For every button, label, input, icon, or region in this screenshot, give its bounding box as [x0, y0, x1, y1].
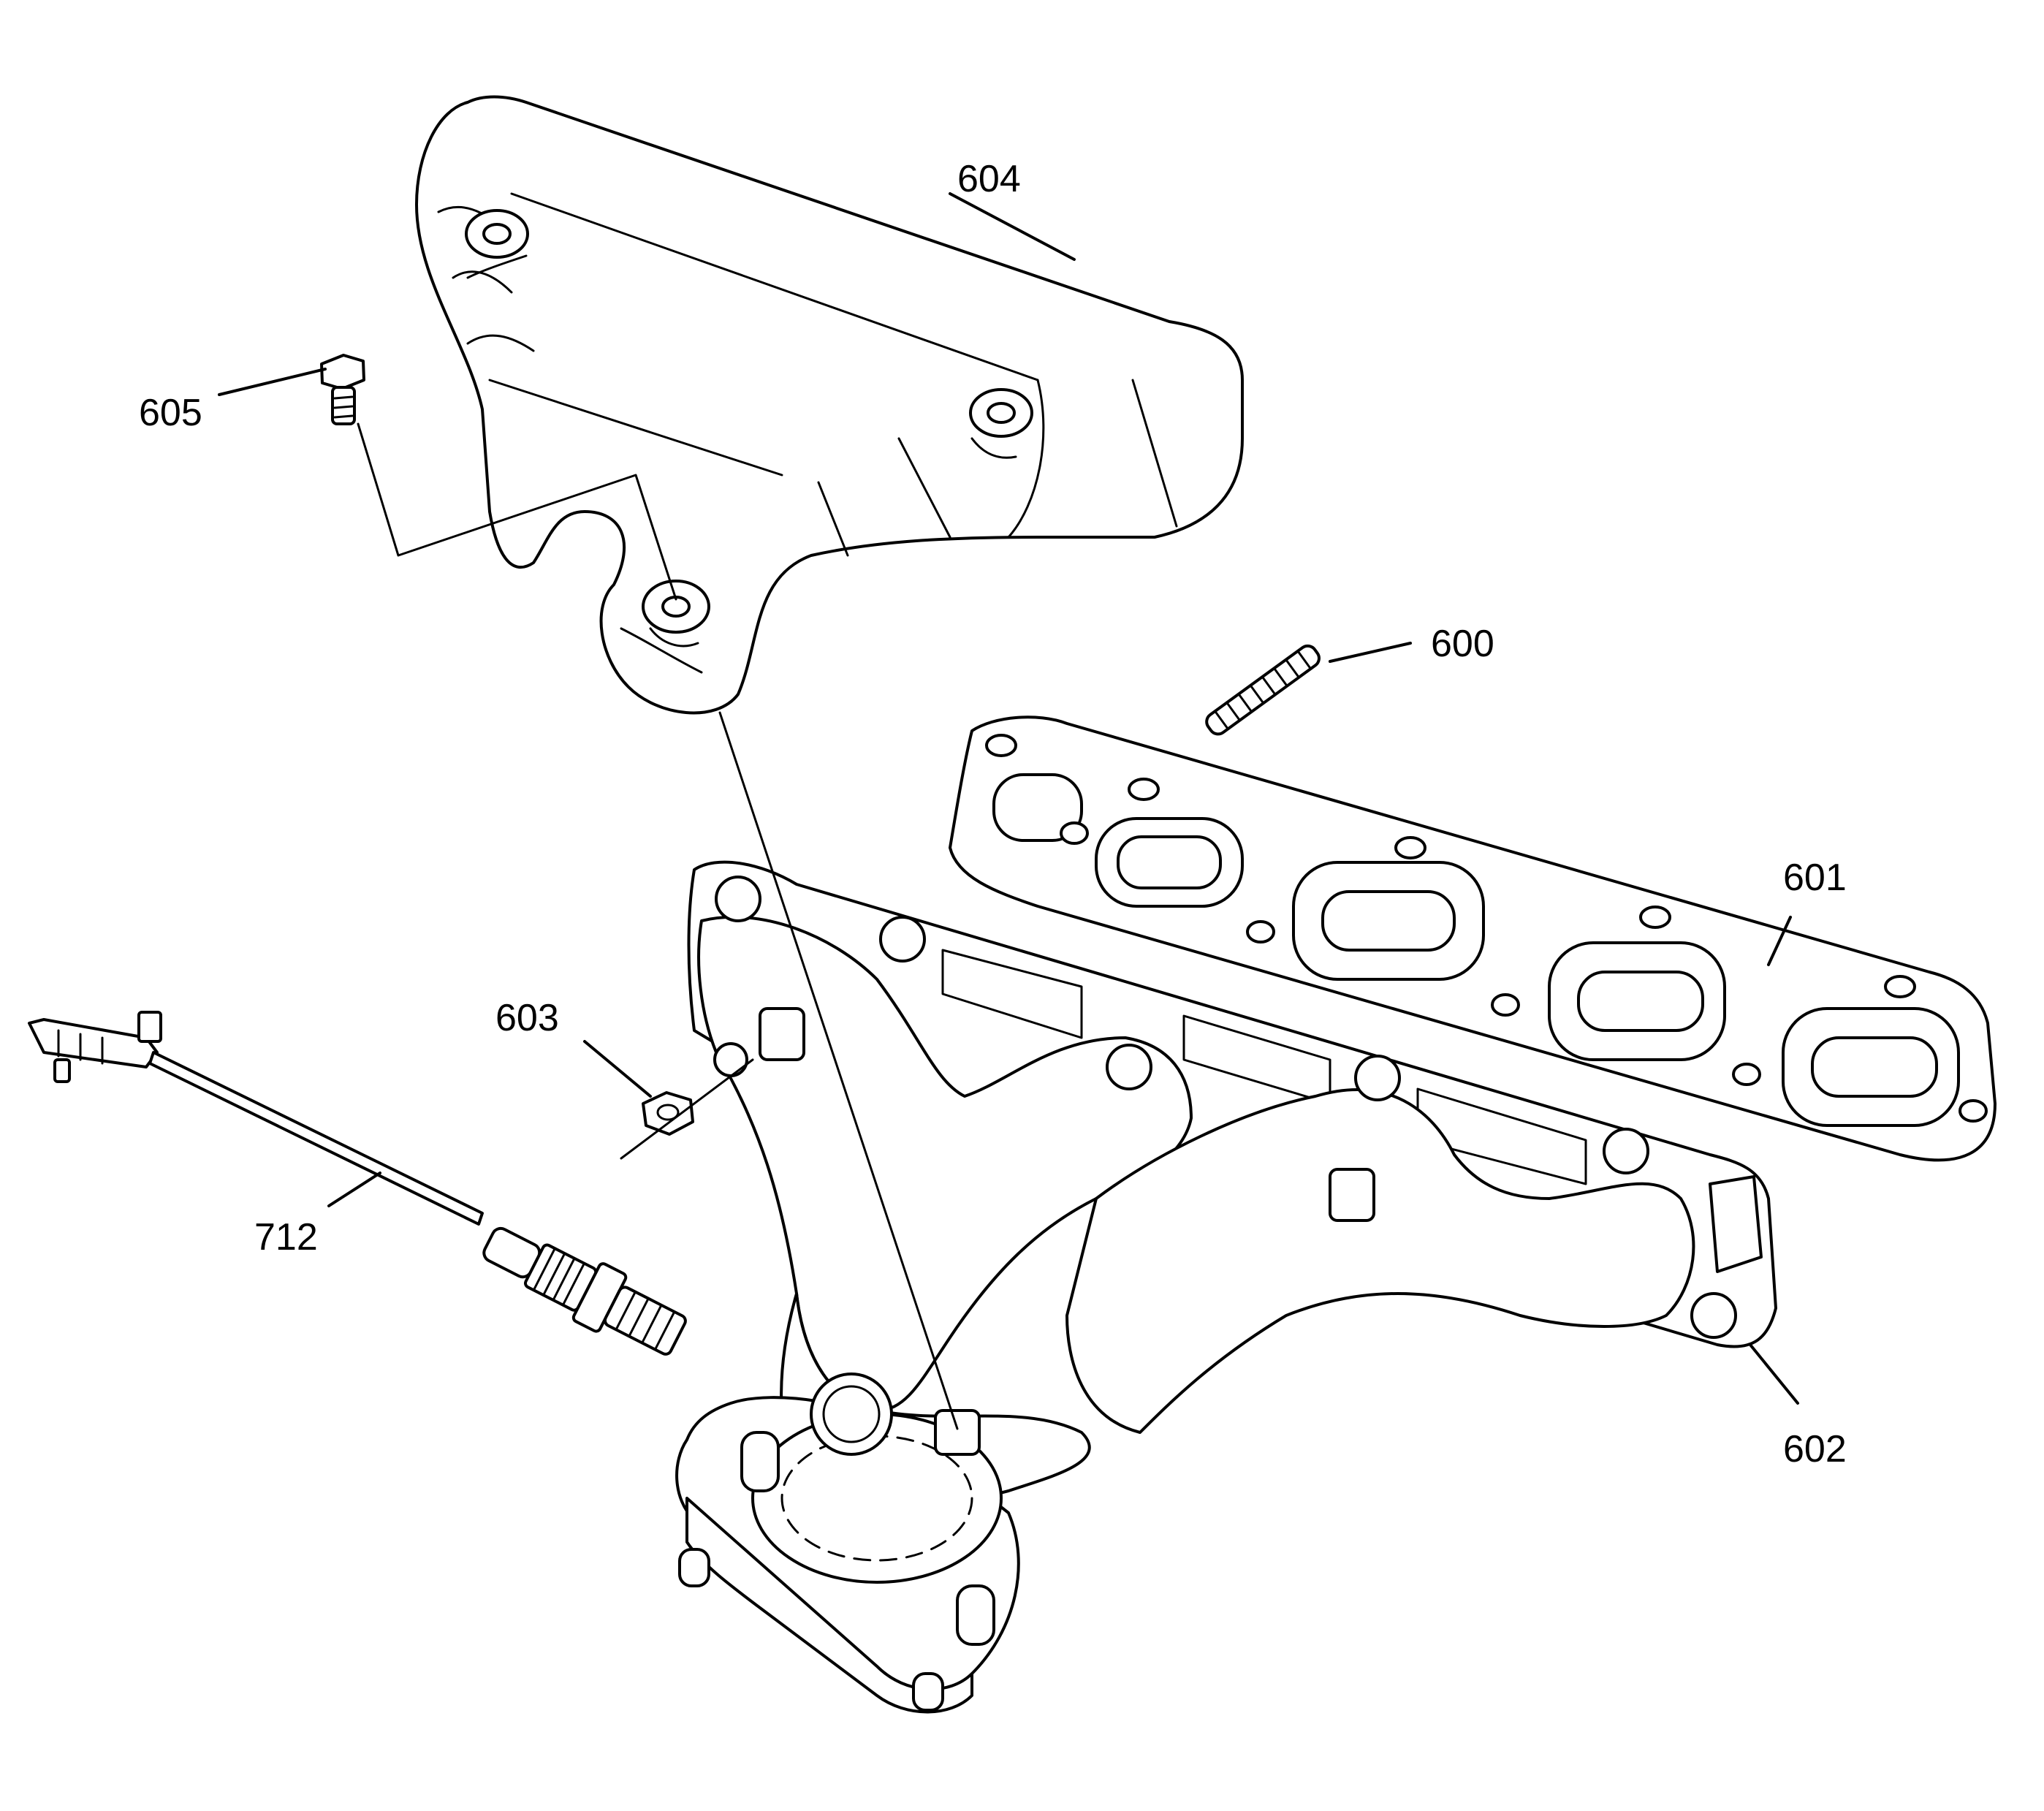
heat-shield-bolt — [320, 354, 365, 425]
leader-603 — [583, 1040, 652, 1098]
manifold-nut — [642, 1091, 694, 1136]
oxygen-sensor-boss — [810, 1373, 893, 1456]
assembly-lines — [357, 422, 959, 1430]
exhaust-manifold — [675, 860, 1777, 1714]
gasket-port-1 — [992, 773, 1244, 908]
callout-leaders — [218, 192, 1799, 1405]
callout-601: 601 — [1783, 857, 1847, 899]
callout-603: 603 — [495, 997, 559, 1039]
oxygen-sensor — [28, 1011, 687, 1356]
leader-602 — [1749, 1343, 1799, 1405]
callout-604: 604 — [957, 158, 1021, 200]
manifold-flange-bosses — [713, 876, 1737, 1339]
gasket-port-3 — [1548, 941, 1726, 1061]
callout-712: 712 — [254, 1216, 318, 1258]
callout-605: 605 — [139, 392, 202, 434]
heat-shield-mount-bosses — [759, 1007, 1375, 1456]
leader-604 — [949, 192, 1076, 261]
leader-601 — [1767, 916, 1792, 966]
callout-600: 600 — [1431, 623, 1494, 665]
leader-605 — [218, 368, 327, 396]
manifold-gasket — [949, 715, 1996, 1162]
outlet-studs — [678, 1431, 995, 1712]
heat-shield — [415, 95, 1244, 715]
callout-602: 602 — [1783, 1428, 1847, 1470]
gasket-port-4 — [1782, 1007, 1960, 1127]
leader-600 — [1329, 642, 1412, 663]
manifold-stud — [1205, 644, 1321, 736]
leader-712 — [327, 1172, 381, 1207]
gasket-port-2 — [1292, 861, 1485, 981]
